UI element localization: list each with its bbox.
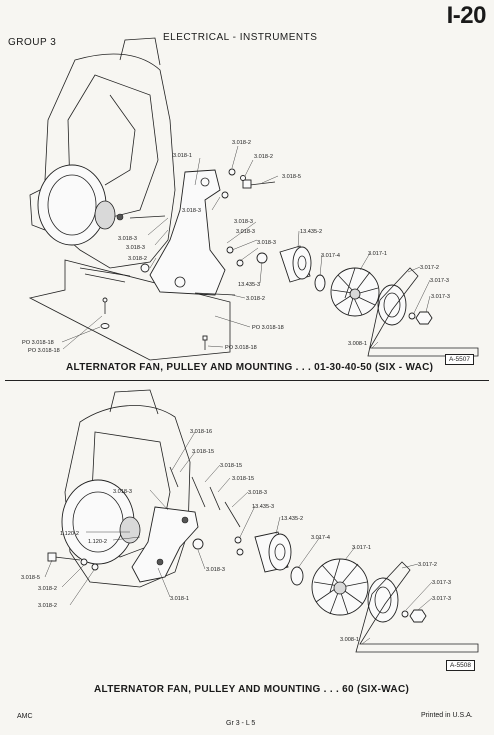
callout-label: 1.120-2	[60, 531, 79, 537]
callout-label: 3.017-3	[430, 278, 449, 284]
figure-top-ref: A-5507	[445, 354, 474, 365]
callout-label: 3.018-3	[257, 240, 276, 246]
gasket-plate	[28, 259, 231, 361]
alternator-illustration	[61, 479, 141, 565]
footer-left: AMC	[17, 713, 33, 720]
callout-label: 13.435-3	[238, 282, 260, 288]
callout-label: 3.018-2	[254, 154, 273, 160]
callout-label: 3.018-3	[234, 219, 253, 225]
callout-label: 3.017-2	[420, 265, 439, 271]
spacer-illustration	[279, 245, 312, 283]
callout-label: 3.018-3	[113, 489, 132, 495]
alternator-illustration	[29, 164, 124, 246]
pulley-illustration	[367, 577, 399, 623]
callout-label: 3.018-3	[206, 567, 225, 573]
callout-label: 13.435-3	[252, 504, 274, 510]
callout-label: PO 3.018-18	[28, 348, 60, 354]
mounting-bracket	[149, 169, 226, 296]
callout-label: 3.018-1	[170, 596, 189, 602]
callout-label: 3.018-16	[190, 429, 212, 435]
callout-label: 3.017-1	[352, 545, 371, 551]
page-number: I-20	[446, 2, 487, 29]
callout-label: 3.018-3	[118, 236, 137, 242]
callout-label: 3.017-4	[311, 535, 330, 541]
belt-illustration	[355, 561, 479, 653]
top-exploded-diagram: 3.018-1 3.018-2 3.018-2 3.018-5 3.018-3 …	[22, 37, 479, 361]
callout-label: 3.018-3	[248, 490, 267, 496]
group-label: GROUP 3	[8, 37, 57, 48]
callout-label: 3.008-1	[348, 341, 367, 347]
callout-label: 3.018-3	[182, 208, 201, 214]
callout-label: 3.018-3	[236, 229, 255, 235]
callout-label: PO 3.018-18	[252, 325, 284, 331]
figure-top-caption: ALTERNATOR FAN, PULLEY AND MOUNTING . . …	[66, 362, 434, 373]
callout-label: 13.435-2	[281, 516, 303, 522]
callout-label: PO 3.018-18	[225, 345, 257, 351]
callout-label: 3.018-15	[232, 476, 254, 482]
callout-label: 3.017-3	[432, 596, 451, 602]
callout-label: 3.018-15	[220, 463, 242, 469]
bottom-exploded-diagram: 3.018-16 3.018-15 3.018-15 3.018-15 3.01…	[21, 389, 479, 653]
callout-label: 3.018-15	[192, 449, 214, 455]
callout-label: 3.018-2	[128, 256, 147, 262]
belt-illustration	[367, 267, 479, 357]
callout-label: 3.018-3	[126, 245, 145, 251]
fan-illustration	[330, 267, 380, 317]
callout-label: 3.018-2	[232, 140, 251, 146]
figure-divider	[5, 380, 489, 381]
callout-label: 3.017-4	[321, 253, 340, 259]
callout-label: 3.017-2	[418, 562, 437, 568]
callout-label: 3.008-1	[340, 637, 359, 643]
callout-label: 3.018-2	[38, 603, 57, 609]
footer-center: Gr 3 - L 5	[226, 720, 256, 727]
callout-label: 1.120-2	[88, 539, 107, 545]
figure-bottom-ref: A-5508	[446, 660, 475, 671]
pulley-illustration	[377, 284, 407, 326]
callout-label: 3.018-2	[246, 296, 265, 302]
spacer-illustration	[254, 531, 292, 573]
callout-label: 3.018-5	[21, 575, 40, 581]
callout-label: 3.018-5	[282, 174, 301, 180]
callout-label: PO 3.018-18	[22, 340, 54, 346]
fan-illustration	[311, 558, 369, 616]
callout-label: 3.017-3	[431, 294, 450, 300]
section-title: ELECTRICAL - INSTRUMENTS	[163, 32, 318, 43]
callout-label: 3.018-2	[38, 586, 57, 592]
footer-right: Printed in U.S.A.	[421, 712, 473, 719]
figure-bottom-caption: ALTERNATOR FAN, PULLEY AND MOUNTING . . …	[94, 684, 410, 695]
callout-label: 3.018-1	[173, 153, 192, 159]
callout-label: 3.017-1	[368, 251, 387, 257]
mounting-bracket	[131, 506, 199, 583]
callout-label: 3.017-3	[432, 580, 451, 586]
callout-label: 13.435-2	[300, 229, 322, 235]
